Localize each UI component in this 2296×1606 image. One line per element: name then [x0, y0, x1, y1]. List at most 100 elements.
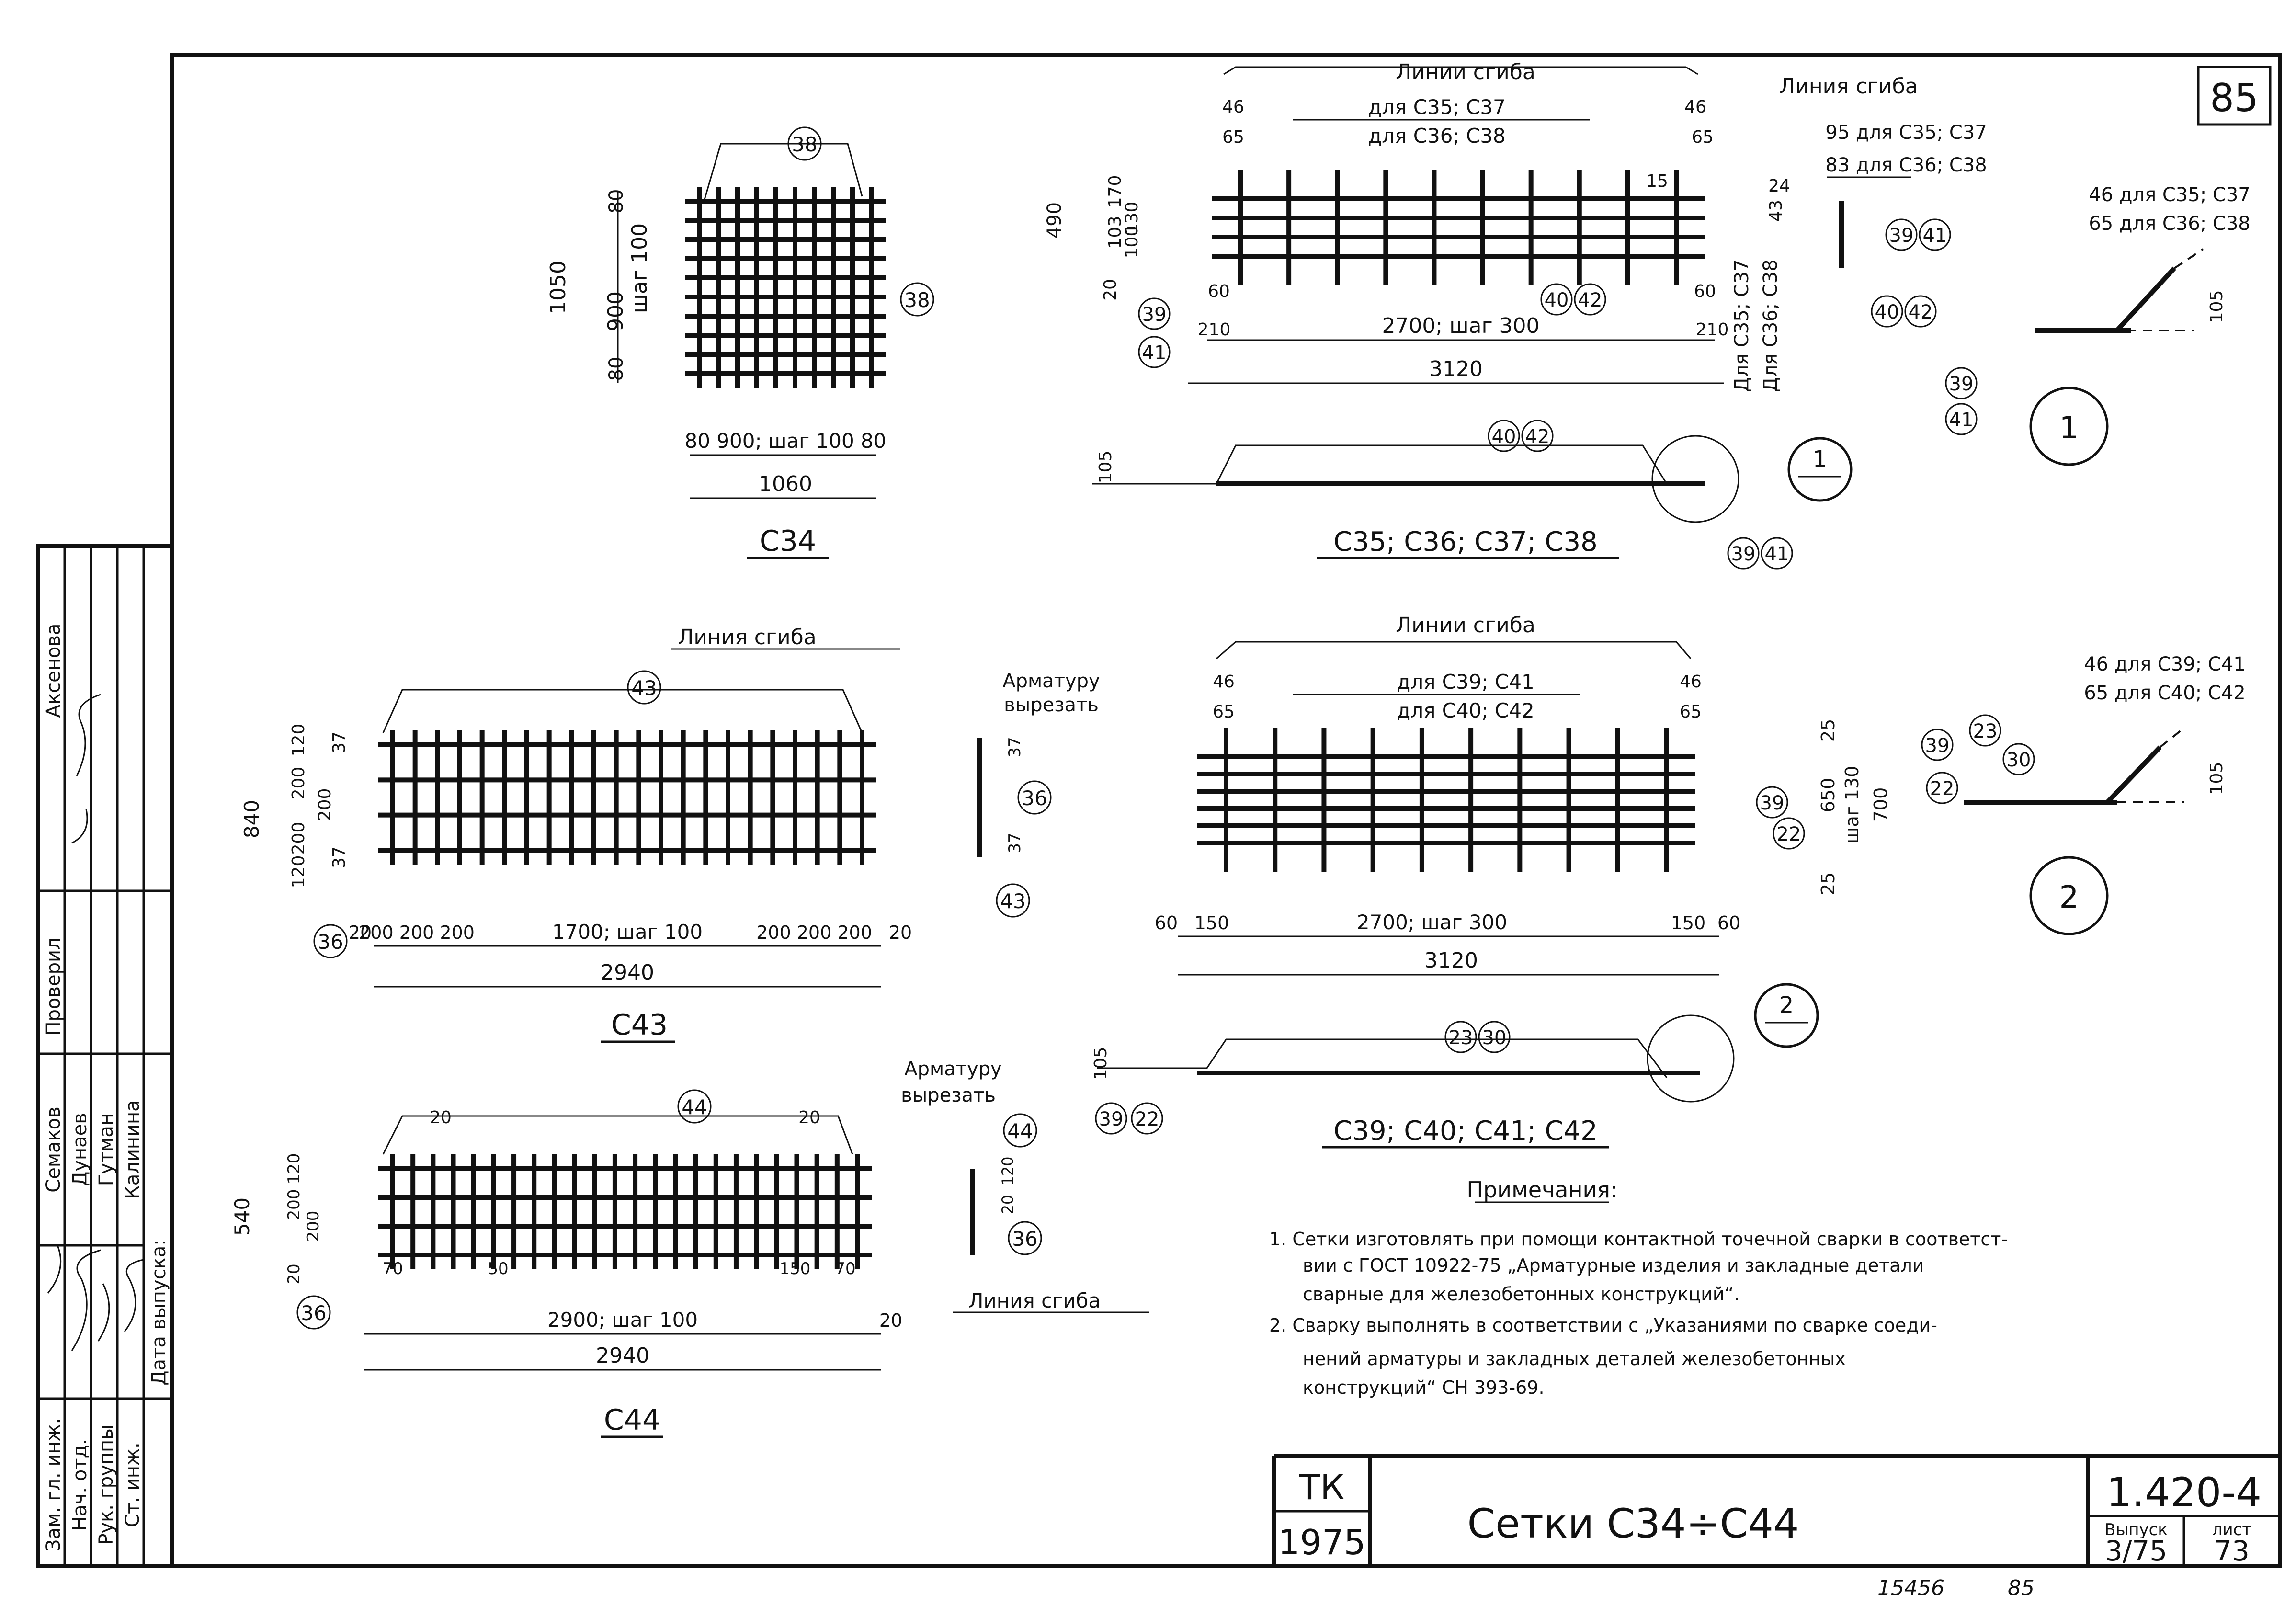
title-org: ТК [1298, 1467, 1344, 1507]
c35-side-c35: Для С35; С37 [1731, 259, 1753, 392]
c35-section-mark: 1 [1813, 446, 1828, 473]
c39-dim-46b: 46 [1680, 672, 1702, 692]
c35-bend-title: Линии сгиба [1396, 60, 1535, 84]
checked-label: Проверил [43, 937, 65, 1036]
detail1-dim-row1: 46 для С35; С37 [2089, 184, 2250, 206]
c35-dim-46b: 46 [1684, 97, 1706, 117]
c44-label: С44 [604, 1403, 660, 1437]
c34-mark-side: 38 [904, 288, 930, 312]
note1-line3: сварные для железобетонных конструкций“. [1303, 1284, 1739, 1305]
note2-line1: 2. Сварку выполнять в соответствии с „Ук… [1269, 1315, 1937, 1336]
c39-dim-700: 700 [1870, 787, 1891, 822]
c44-dim-70a: 70 [382, 1259, 403, 1278]
sig-name-4: Калинина [122, 1100, 144, 1199]
detail1-mark-a1: 39 [1889, 225, 1914, 247]
c44-dim-l3: 20 [284, 1264, 304, 1284]
c43-dim-20a: 20 [349, 922, 372, 943]
c43-dim-20b: 20 [889, 922, 912, 943]
c44-dim-540: 540 [230, 1197, 254, 1236]
mesh-c44: Арматуру вырезать 44 540 120 200 200 20 … [230, 1058, 1149, 1438]
sheet-number: 85 [2210, 76, 2259, 120]
c44-mark-side: 44 [1007, 1119, 1033, 1143]
c35-bend-row2: для С36; С38 [1368, 124, 1506, 148]
c39-dim-pitch: шаг 130 [1841, 766, 1863, 844]
c39-dim-25a: 25 [1818, 719, 1839, 742]
c35-dim-total: 3120 [1429, 357, 1483, 381]
c39-elev-mark4: 22 [1135, 1108, 1159, 1130]
c43-dim-37b: 37 [330, 846, 349, 868]
c44-dim-mid: 2900; шаг 100 [547, 1308, 698, 1332]
c34-mark: 38 [792, 133, 817, 156]
c43-dim-l2: 200 [315, 788, 335, 821]
c44-bend-title: Линия сгиба [968, 1289, 1101, 1312]
checker-signature-scribble [71, 694, 101, 844]
mesh-c43: Линия сгиба Арматуру вырезать 43 840 120… [240, 625, 1100, 1043]
c35-dim-130: 130 [1122, 202, 1142, 235]
c44-dim-20side: 20 [999, 1195, 1017, 1215]
c35-dim-43: 43 [1766, 200, 1786, 222]
c39-row2: для С40; С42 [1397, 699, 1534, 722]
c43-dim-l0: 120 [289, 724, 308, 757]
c39-elev-105: 105 [1091, 1047, 1111, 1080]
c35-bend-row1: для С35; С37 [1368, 95, 1506, 119]
c35-elev-mark3: 39 [1731, 543, 1756, 565]
c35-elev-mark4: 41 [1765, 543, 1789, 565]
c39-dim-65a: 65 [1213, 702, 1235, 722]
c44-dim-l0: 120 [284, 1153, 304, 1185]
stamp-left: 15456 [1877, 1576, 1944, 1600]
c39-section-mark: 2 [1779, 992, 1794, 1019]
c34-dim-top: 80 [605, 189, 627, 214]
c35-mark-a2: 41 [1142, 342, 1167, 364]
mesh-c35: Линии сгиба для С35; С37 для С36; С38 46… [1044, 60, 1853, 570]
c35-mark-b1: 40 [1545, 289, 1569, 311]
notes-title: Примечания: [1466, 1177, 1617, 1203]
c34-dim-bottom-row: 80 900; шаг 100 80 [684, 429, 886, 453]
c43-dim-total: 2940 [601, 960, 654, 985]
c35-elev-mark2: 42 [1525, 426, 1550, 448]
c39-mark1: 39 [1760, 792, 1785, 814]
note2-line3: конструкций“ СН 393-69. [1303, 1377, 1545, 1398]
c44-mark-left: 36 [301, 1301, 326, 1325]
c35-dim-15: 15 [1646, 171, 1668, 191]
c35-mark-b2: 42 [1578, 289, 1603, 311]
issue-value: 3/75 [2105, 1535, 2167, 1567]
c35-dim-20: 20 [1101, 279, 1120, 301]
c39-elev-mark2: 30 [1482, 1027, 1507, 1049]
c39-label: С39; С40; С41; С42 [1333, 1116, 1597, 1147]
c35-label: С35; С36; С37; С38 [1333, 526, 1597, 558]
checked-name: Аксенова [43, 624, 65, 718]
c39-dim-25b: 25 [1818, 872, 1839, 895]
page-value: 73 [2214, 1535, 2250, 1567]
detail2-mark1: 39 [1925, 735, 1950, 757]
detail1-row1: 95 для С35; С37 [1825, 122, 1987, 144]
detail1-mark-b2: 42 [1909, 301, 1933, 323]
detail2-mark2: 23 [1973, 720, 1998, 742]
c35-dim-65b: 65 [1692, 127, 1714, 147]
c43-side-37a: 37 [1005, 737, 1024, 757]
sig-name-3: Гутман [95, 1113, 117, 1186]
mesh-c39: Линии сгиба для С39; С41 для С40; С42 46… [1091, 613, 1891, 1149]
c43-side-37b: 37 [1005, 832, 1024, 853]
sig-role-4: Ст. инж. [122, 1442, 144, 1527]
c35-dim-210b: 210 [1696, 320, 1729, 340]
sheet-number-box [2197, 66, 2272, 126]
c44-dim-20top-b: 20 [798, 1108, 820, 1128]
page-label: лист [2212, 1520, 2251, 1539]
c43-cut-note-1: Арматуру [1002, 670, 1100, 692]
c39-dim-total: 3120 [1424, 948, 1478, 973]
stamp-right: 85 [2008, 1576, 2035, 1600]
c35-dim-490: 490 [1044, 202, 1066, 239]
c43-mark-side: 36 [1022, 786, 1047, 810]
c34-dim-total-w: 1060 [759, 472, 812, 496]
c43-cut-note-2: вырезать [1004, 694, 1099, 716]
sig-name-1: Семаков [43, 1106, 65, 1192]
c39-elev-mark3: 39 [1099, 1108, 1124, 1130]
detail2-circle: 2 [2059, 880, 2079, 915]
c44-dim-total: 2940 [596, 1344, 649, 1368]
notes: Примечания: 1. Сетки изготовлять при пом… [1269, 1177, 2008, 1398]
c44-mark-side2: 36 [1012, 1227, 1037, 1251]
detail1-row2: 83 для С36; С38 [1825, 154, 1987, 176]
detail2-mark3: 30 [2007, 749, 2031, 771]
project-code: 1.420-4 [2106, 1469, 2262, 1516]
detail1-dim-105: 105 [2207, 290, 2227, 323]
